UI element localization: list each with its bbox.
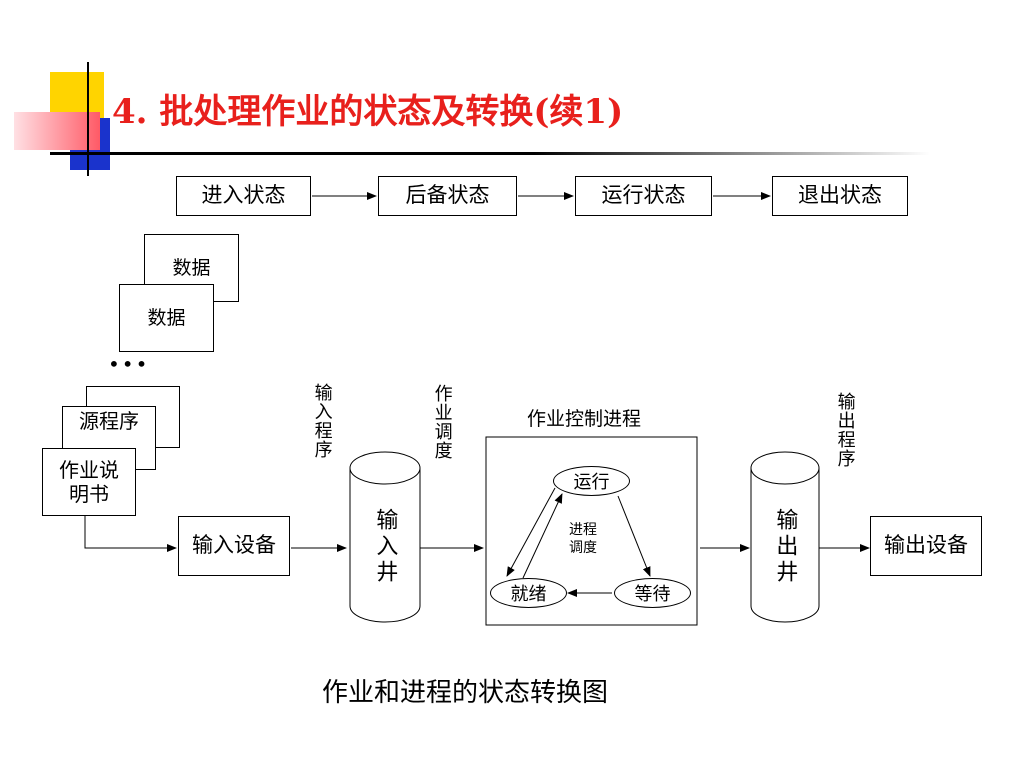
output-well-label: 输出井: [772, 508, 798, 586]
input-program-label: 输入程序: [311, 383, 333, 459]
logo-pink-bar: [14, 112, 100, 150]
data-card-front: 数据: [119, 284, 214, 352]
arrow-job-to-input-device: [84, 516, 177, 552]
output-well-cylinder: [750, 451, 820, 623]
data-card-back: 数据: [144, 234, 239, 302]
output-program-label: 输出程序: [834, 392, 856, 468]
job-control-process-label: 作业控制进程: [527, 408, 642, 430]
state-backup: 后备状态: [378, 176, 517, 216]
logo-vertical-line: [87, 62, 89, 176]
state-exit: 退出状态: [772, 176, 908, 216]
input-well-cylinder: [349, 451, 421, 623]
input-device-box: 输入设备: [178, 516, 290, 576]
ellipsis-dots: •••: [108, 352, 150, 376]
arrow-run-to-wait: [617, 495, 651, 577]
process-scheduling-label: 进程 调度: [569, 522, 597, 556]
state-enter: 进入状态: [176, 176, 311, 216]
arrow-run-to-ready-outer: [506, 487, 556, 577]
job-scheduling-label: 作业调度: [431, 384, 453, 460]
arrow-ready-to-run-inner: [522, 493, 563, 579]
state-run: 运行状态: [575, 176, 712, 216]
process-run-state: 运行: [553, 466, 630, 496]
logo-horizontal-line: [50, 152, 930, 155]
diagram-caption: 作业和进程的状态转换图: [322, 678, 609, 708]
process-ready-state: 就绪: [490, 578, 567, 608]
output-device-box: 输出设备: [870, 516, 982, 576]
job-spec-card: 作业说 明书: [42, 448, 136, 516]
process-wait-state: 等待: [614, 578, 691, 608]
input-well-label: 输入井: [372, 508, 398, 586]
page-title: 4. 批处理作业的状态及转换(续1): [112, 92, 624, 132]
